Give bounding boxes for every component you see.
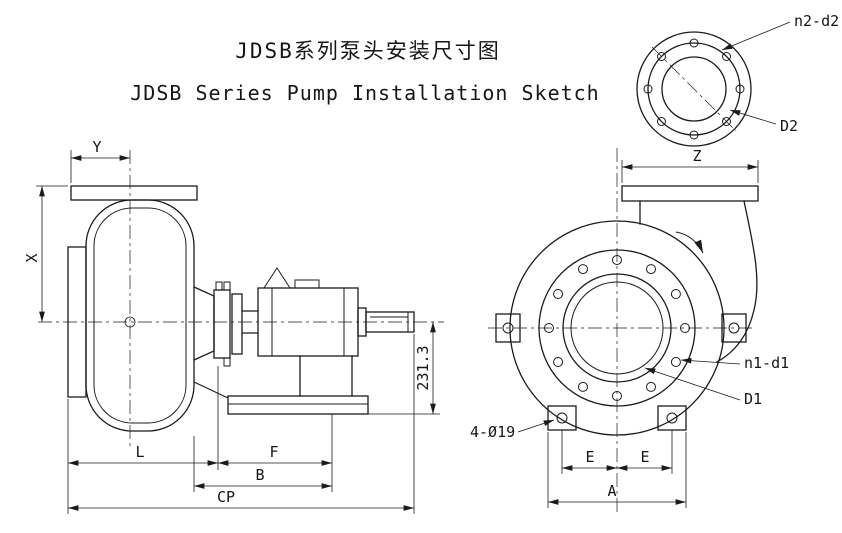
- front-flange-bolt-holes: [544, 255, 690, 401]
- label-n1-d1: n1-d1: [744, 354, 789, 372]
- dim-label-e-right: E: [640, 448, 649, 466]
- front-view: n2-d2 D2 n1-d1 D1 4-Ø19 Z: [470, 12, 839, 512]
- pump-shaft: [357, 307, 415, 337]
- base-plate: [193, 355, 369, 415]
- top-discharge-flange: [621, 185, 759, 363]
- label-d2: D2: [780, 117, 798, 135]
- label-4-d19: 4-Ø19: [470, 423, 515, 441]
- leader-d2: D2: [729, 109, 798, 135]
- mounting-lugs: [495, 313, 747, 431]
- dim-label-height: 231.3: [414, 345, 432, 390]
- dim-label-cp: CP: [217, 488, 235, 506]
- dim-x: X: [23, 185, 68, 322]
- dim-y: Y: [70, 138, 130, 183]
- label-n2-d2: n2-d2: [794, 12, 839, 30]
- rotation-arrow: [675, 231, 704, 254]
- side-view-centerlines: [38, 150, 444, 450]
- front-casing: [509, 220, 725, 436]
- dim-b: B: [193, 436, 332, 492]
- dim-label-e-left: E: [585, 448, 594, 466]
- side-view: Y X 231.3 L F B: [23, 138, 444, 514]
- small-flange-detail: [636, 31, 752, 147]
- dim-label-z: Z: [692, 147, 701, 165]
- leader-d1: D1: [644, 367, 762, 408]
- dim-label-x: X: [23, 253, 41, 262]
- drawing-title-cn: JDSB系列泵头安装尺寸图: [235, 39, 501, 63]
- dim-label-l: L: [135, 443, 144, 461]
- dim-l-f: L F: [67, 366, 333, 514]
- dim-label-b: B: [255, 466, 264, 484]
- dim-height: 231.3: [368, 322, 440, 415]
- drawing-title-en: JDSB Series Pump Installation Sketch: [130, 81, 599, 105]
- dim-a: A: [547, 432, 687, 508]
- label-d1: D1: [744, 390, 762, 408]
- leader-n2-d2: n2-d2: [721, 12, 839, 51]
- dim-label-a: A: [607, 482, 616, 500]
- front-view-centerlines: [488, 148, 754, 512]
- dim-z: Z: [621, 147, 759, 183]
- leader-n1-d1: n1-d1: [680, 354, 789, 372]
- dim-e: E E: [561, 430, 673, 474]
- bearing-assembly: [193, 267, 359, 367]
- discharge-flange: [67, 246, 87, 398]
- dim-cp: CP: [68, 334, 415, 514]
- dim-label-f: F: [269, 443, 278, 461]
- suction-flange: [70, 185, 198, 201]
- pump-casing: [85, 199, 195, 432]
- dim-label-y: Y: [92, 138, 101, 156]
- leader-4-d19: 4-Ø19: [470, 419, 555, 441]
